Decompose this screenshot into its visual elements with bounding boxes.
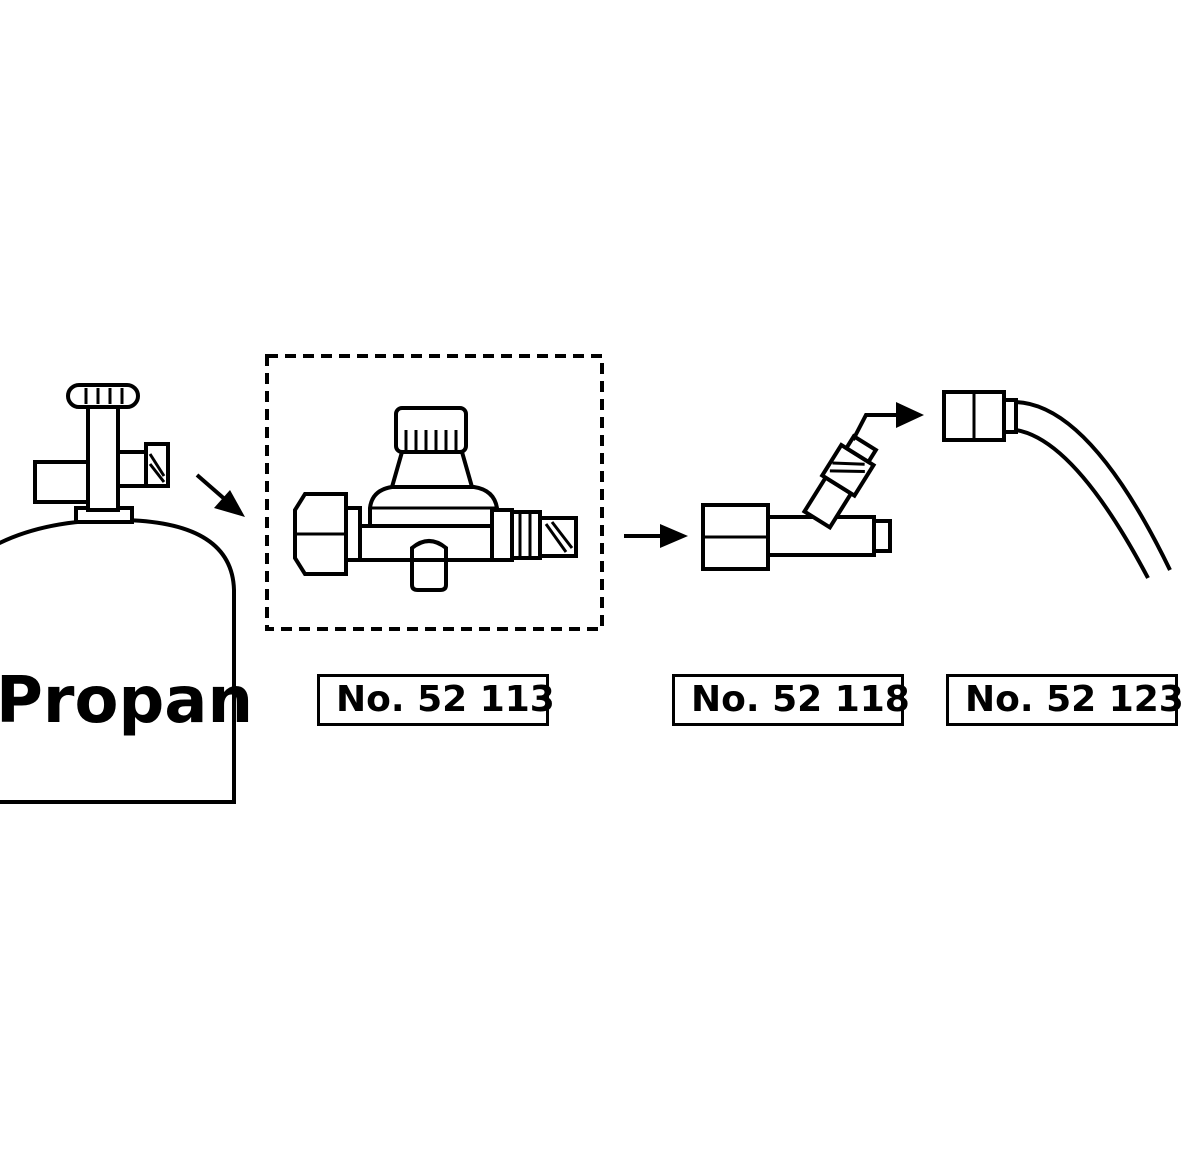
propane-tank <box>0 506 236 804</box>
part-number-hose: No. 52 123 <box>946 674 1184 726</box>
part-number-regulator: No. 52 113 <box>317 674 555 726</box>
tank-label: Propan <box>0 664 253 738</box>
regulator-illustration <box>265 354 604 631</box>
part-number-adapter: No. 52 118 <box>672 674 910 726</box>
arrow-to-adapter <box>624 524 688 548</box>
arrow-to-hose <box>851 402 924 441</box>
arrow-to-regulator <box>195 473 245 517</box>
tank-valve <box>33 383 170 512</box>
hose-illustration <box>942 390 1172 579</box>
adapter-illustration <box>701 433 892 571</box>
connection-diagram <box>0 354 1172 804</box>
